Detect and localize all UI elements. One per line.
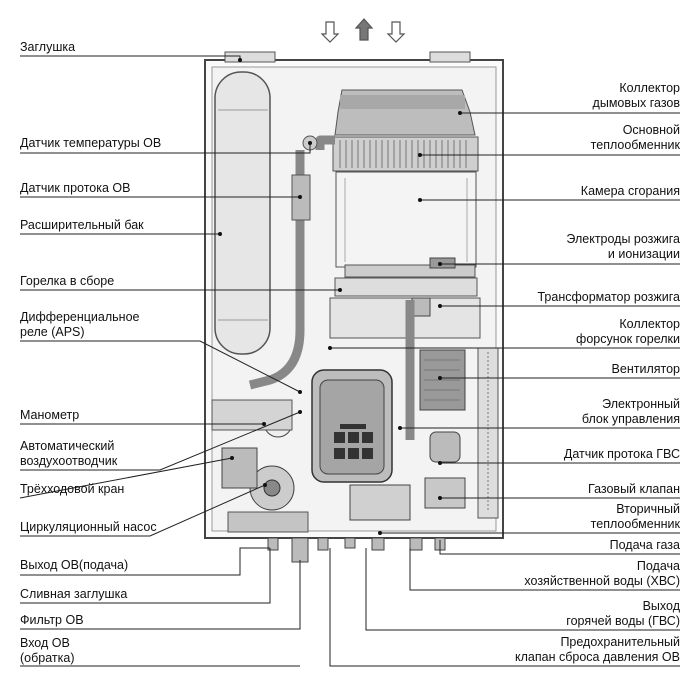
label-line: Вторичный bbox=[616, 502, 680, 516]
label-line: Коллектор bbox=[619, 317, 680, 331]
label-line: Манометр bbox=[20, 408, 80, 422]
label-line: Дифференциальное bbox=[20, 310, 140, 324]
label-line: Электронный bbox=[602, 397, 680, 411]
control-unit bbox=[311, 369, 393, 483]
label-line: Предохранительный bbox=[560, 635, 680, 649]
label-line: Фильтр ОВ bbox=[20, 613, 84, 627]
label-line: теплообменник bbox=[590, 138, 680, 152]
label-rasshir-bak: Расширительный бак bbox=[20, 218, 144, 233]
flue-collector bbox=[334, 89, 476, 136]
secondary-heat-exchanger bbox=[349, 484, 411, 521]
label-line: клапан сброса давления ОВ bbox=[515, 650, 680, 664]
label-zaglushka: Заглушка bbox=[20, 40, 75, 55]
label-line: Горелка в сборе bbox=[20, 274, 115, 288]
label-line: Основной bbox=[622, 123, 680, 137]
label-vhod-ov: Вход ОВ(обратка) bbox=[20, 636, 75, 666]
label-filtr-ov: Фильтр ОВ bbox=[20, 613, 84, 628]
bottom-connections bbox=[267, 537, 446, 563]
label-ventilyator: Вентилятор bbox=[612, 362, 680, 377]
label-line: теплообменник bbox=[590, 517, 680, 531]
label-podacha-gaza: Подача газа bbox=[610, 538, 680, 553]
label-cirk-nasos: Циркуляционный насос bbox=[20, 520, 157, 535]
label-gorelka: Горелка в сборе bbox=[20, 274, 114, 289]
label-datchik-protoka-ov: Датчик протока ОВ bbox=[20, 181, 130, 196]
arrow-down-icon bbox=[386, 21, 406, 43]
label-line: Коллектор bbox=[619, 81, 680, 95]
label-line: (обратка) bbox=[20, 651, 75, 665]
label-line: Датчик протока ГВС bbox=[563, 447, 680, 461]
label-trehhod-kran: Трёхходовой кран bbox=[20, 482, 124, 497]
label-line: Подача bbox=[636, 559, 680, 573]
combustion-chamber bbox=[335, 171, 477, 268]
label-line: Циркуляционный насос bbox=[20, 520, 157, 534]
label-line: Электроды розжига bbox=[566, 232, 680, 246]
label-line: Трансформатор розжига bbox=[537, 290, 681, 304]
label-line: Трёхходовой кран bbox=[20, 482, 125, 496]
label-line: дымовых газов bbox=[592, 96, 680, 110]
gas-valve bbox=[424, 477, 466, 509]
flue-arrows bbox=[320, 18, 406, 43]
pump bbox=[221, 447, 295, 511]
label-line: Заглушка bbox=[20, 40, 76, 54]
leader-lines-right bbox=[329, 112, 680, 667]
leader-dots-left bbox=[218, 58, 342, 487]
label-line: Камера сгорания bbox=[580, 184, 680, 198]
label-line: Датчик температуры ОВ bbox=[20, 136, 162, 150]
label-gaz-klapan: Газовый клапан bbox=[588, 482, 680, 497]
leader-dots-right bbox=[328, 111, 462, 535]
electronic-board bbox=[477, 347, 499, 519]
label-line: блок управления bbox=[581, 412, 680, 426]
fan bbox=[419, 349, 466, 411]
label-manometr: Манометр bbox=[20, 408, 79, 423]
burner-assembly bbox=[329, 257, 481, 339]
label-line: и ионизации bbox=[607, 247, 680, 261]
label-line: Выход ОВ(подача) bbox=[20, 558, 129, 572]
expansion-tank bbox=[214, 71, 271, 355]
label-line: Подача газа bbox=[609, 538, 680, 552]
label-kamera: Камера сгорания bbox=[581, 184, 680, 199]
label-line: горячей воды (ГВС) bbox=[566, 614, 680, 628]
label-line: реле (APS) bbox=[20, 325, 85, 339]
label-transformator: Трансформатор розжига bbox=[538, 290, 681, 305]
arrow-up-icon bbox=[354, 18, 374, 41]
label-line: хозяйственной воды (ХВС) bbox=[524, 574, 680, 588]
label-slivnaya: Сливная заглушка bbox=[20, 587, 127, 602]
label-line: воздухоотводчик bbox=[20, 454, 118, 468]
label-line: Сливная заглушка bbox=[20, 587, 128, 601]
label-line: Автоматический bbox=[20, 439, 115, 453]
label-line: форсунок горелки bbox=[576, 332, 680, 346]
label-line: Вход ОВ bbox=[20, 636, 70, 650]
label-line: Газовый клапан bbox=[588, 482, 680, 496]
label-line: Выход bbox=[642, 599, 680, 613]
heating-pipes bbox=[248, 135, 415, 440]
arrow-down-icon bbox=[320, 21, 340, 43]
label-datchik-gvs: Датчик протока ГВС bbox=[564, 447, 680, 462]
hydro-block bbox=[211, 399, 309, 533]
dhw-flow-sensor bbox=[429, 431, 461, 463]
label-line: Расширительный бак bbox=[20, 218, 144, 232]
label-datchik-temp-ov: Датчик температуры ОВ bbox=[20, 136, 161, 151]
main-heat-exchanger bbox=[332, 136, 479, 172]
label-line: Датчик протока ОВ bbox=[20, 181, 131, 195]
label-vyhod-ov: Выход ОВ(подача) bbox=[20, 558, 128, 573]
label-line: Вентилятор bbox=[611, 362, 680, 376]
